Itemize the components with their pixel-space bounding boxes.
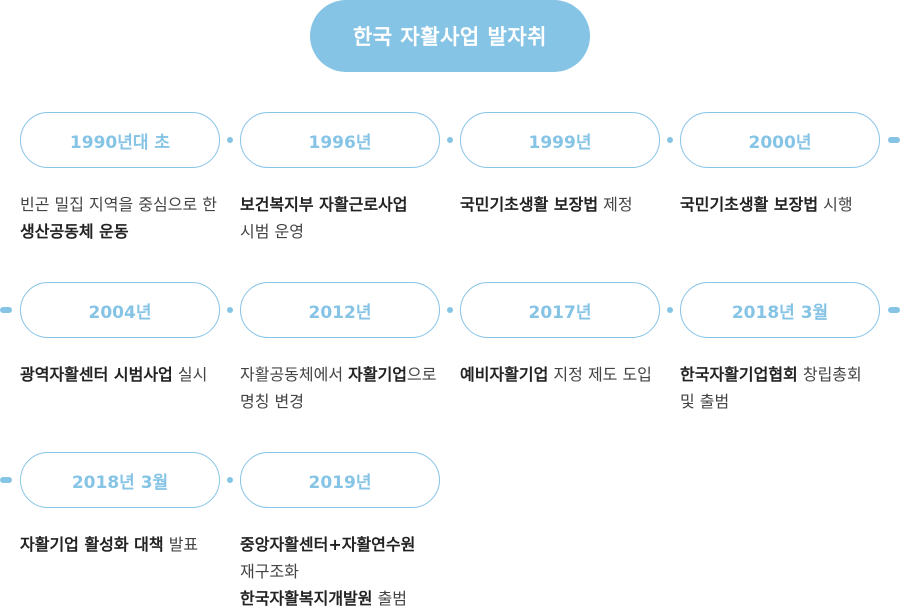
timeline-description: 자활기업 활성화 대책 발표: [20, 531, 220, 558]
timeline-row-1: 1990년대 초 빈곤 밀집 지역을 중심으로 한 생산공동체 운동 1996년…: [0, 112, 900, 272]
timeline-description: 한국자활기업협회 창립총회 및 출범: [680, 361, 880, 415]
timeline-date-pill: 1996년: [240, 112, 440, 168]
connector-dot: [227, 477, 233, 483]
timeline-item: 1996년 보건복지부 자활근로사업 시범 운영: [240, 112, 440, 245]
timeline-description: 중앙자활센터+자활연수원 재구조화 한국자활복지개발원 출범: [240, 531, 440, 609]
connector-dot: [447, 307, 453, 313]
highlight-text: 국민기초생활 보장법: [680, 195, 819, 214]
description-text: 재구조화: [240, 562, 299, 581]
description-text: 출범: [372, 589, 408, 608]
timeline-row-3: 2018년 3월 자활기업 활성화 대책 발표 2019년 중앙자활센터+자활연…: [0, 452, 900, 609]
timeline-description: 자활공동체에서 자활기업으로 명칭 변경: [240, 361, 440, 415]
description-text: 제정: [598, 195, 633, 214]
description-text: 발표: [163, 535, 199, 554]
timeline-item: 2004년 광역자활센터 시범사업 실시: [20, 282, 220, 388]
timeline-item: 2018년 3월 한국자활기업협회 창립총회 및 출범: [680, 282, 880, 415]
description-text: 창립총회 및 출범: [680, 365, 862, 411]
timeline-date-pill: 2004년: [20, 282, 220, 338]
description-text: 시범 운영: [240, 222, 304, 241]
highlight-text: 생산공동체 운동: [20, 222, 129, 241]
timeline-item: 2017년 예비자활기업 지정 제도 도입: [460, 282, 660, 388]
timeline-date-pill: 2012년: [240, 282, 440, 338]
timeline-date-pill: 2019년: [240, 452, 440, 508]
highlight-text: 광역자활센터 시범사업: [20, 365, 173, 384]
timeline-item: 2018년 3월 자활기업 활성화 대책 발표: [20, 452, 220, 558]
timeline-description: 예비자활기업 지정 제도 도입: [460, 361, 660, 388]
timeline-item: 2019년 중앙자활센터+자활연수원 재구조화 한국자활복지개발원 출범: [240, 452, 440, 609]
highlight-text: 자활기업: [348, 365, 408, 384]
connector-dot: [447, 137, 453, 143]
timeline-description: 보건복지부 자활근로사업 시범 운영: [240, 191, 440, 245]
timeline-date-pill: 1990년대 초: [20, 112, 220, 168]
highlight-text: 한국자활복지개발원: [240, 589, 373, 608]
highlight-text: 국민기초생활 보장법: [460, 195, 599, 214]
timeline-description: 국민기초생활 보장법 제정: [460, 191, 660, 218]
page-title: 한국 자활사업 발자취: [310, 0, 590, 72]
timeline-date-pill: 2018년 3월: [680, 282, 880, 338]
highlight-text: 보건복지부 자활근로사업: [240, 195, 408, 214]
timeline-description: 빈곤 밀집 지역을 중심으로 한 생산공동체 운동: [20, 191, 220, 245]
description-text: 시행: [818, 195, 853, 214]
timeline-item: 1990년대 초 빈곤 밀집 지역을 중심으로 한 생산공동체 운동: [20, 112, 220, 245]
description-text: 자활공동체에서: [240, 365, 349, 384]
highlight-text: 중앙자활센터+자활연수원: [240, 535, 416, 554]
connector-dash: [0, 477, 12, 483]
connector-dash: [0, 307, 12, 313]
description-text: 으로 명칭 변경: [240, 365, 437, 411]
timeline-row-2: 2004년 광역자활센터 시범사업 실시 2012년 자활공동체에서 자활기업으…: [0, 282, 900, 442]
timeline-description: 광역자활센터 시범사업 실시: [20, 361, 220, 388]
highlight-text: 자활기업 활성화 대책: [20, 535, 164, 554]
highlight-text: 예비자활기업: [460, 365, 549, 384]
timeline-item: 2000년 국민기초생활 보장법 시행: [680, 112, 880, 218]
connector-dot: [667, 137, 673, 143]
highlight-text: 한국자활기업협회: [680, 365, 798, 384]
connector-dot: [667, 307, 673, 313]
description-text: 실시: [172, 365, 208, 384]
connector-dash: [888, 307, 900, 313]
description-text: 빈곤 밀집 지역을 중심으로 한: [20, 195, 217, 214]
timeline-date-pill: 1999년: [460, 112, 660, 168]
connector-dot: [227, 307, 233, 313]
timeline-date-pill: 2018년 3월: [20, 452, 220, 508]
timeline-description: 국민기초생활 보장법 시행: [680, 191, 880, 218]
connector-dash: [888, 137, 900, 143]
timeline-item: 2012년 자활공동체에서 자활기업으로 명칭 변경: [240, 282, 440, 415]
description-text: 지정 제도 도입: [548, 365, 652, 384]
connector-dot: [227, 137, 233, 143]
timeline-item: 1999년 국민기초생활 보장법 제정: [460, 112, 660, 218]
timeline-date-pill: 2017년: [460, 282, 660, 338]
timeline-date-pill: 2000년: [680, 112, 880, 168]
